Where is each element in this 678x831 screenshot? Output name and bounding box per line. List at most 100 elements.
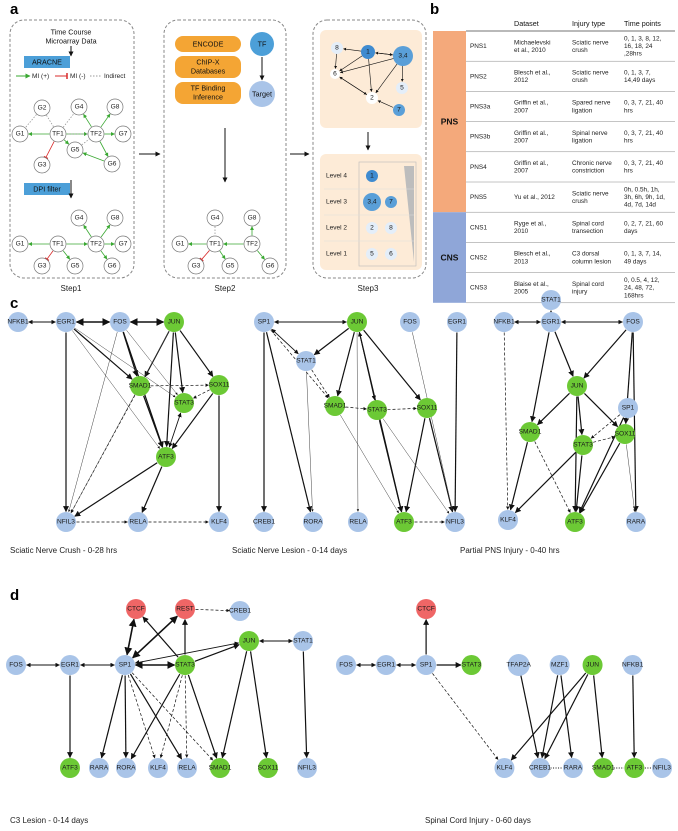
tf-binding-box xyxy=(175,82,241,104)
table-cell-injury: ligation xyxy=(572,138,593,145)
legend-indirect: Indirect xyxy=(104,73,126,80)
gene-node-smad1 xyxy=(130,376,150,396)
gene-node-label: STAT3 xyxy=(367,407,387,414)
gene-node-label: FOS xyxy=(9,662,23,669)
node-tf1 xyxy=(49,235,67,253)
step1-box xyxy=(9,19,135,279)
gene-node-label: STAT1 xyxy=(541,297,561,304)
table-cell-injury: column lesion xyxy=(572,258,612,265)
gene-node-label: TFAP2A xyxy=(506,662,531,669)
gene-node-klf4 xyxy=(148,758,168,778)
gene-node-label: SOX11 xyxy=(258,765,279,772)
tf-binding-label-2: Inference xyxy=(193,93,223,102)
network-caption-c2: Sciatic Nerve Lesion - 0-14 days xyxy=(232,546,347,555)
level-node-label: 1 xyxy=(370,173,374,180)
gene-node-jun xyxy=(567,376,587,396)
node-g3 xyxy=(187,257,205,275)
group-pns-band xyxy=(433,31,466,213)
gene-node-tfap2a xyxy=(507,654,530,676)
gene-node-stat1 xyxy=(296,351,316,371)
table-header-dataset: Dataset xyxy=(514,19,539,28)
target-node xyxy=(249,81,275,107)
table-cell-injury: crush xyxy=(572,198,588,205)
gene-node-fos xyxy=(6,655,26,675)
table-cell-injury: Spinal nerve xyxy=(572,130,608,137)
cluster-node-1 xyxy=(361,45,375,59)
table-row-id: PNS3b xyxy=(470,134,491,141)
gene-node-atf3 xyxy=(60,758,80,778)
node-g7 xyxy=(114,125,132,143)
step3-box xyxy=(312,19,427,279)
level-node-label: 2 xyxy=(370,225,374,232)
node-g3 xyxy=(33,257,51,275)
table-cell-time: 0, 1, 3, 7, 14, xyxy=(624,251,662,258)
gene-node-atf3 xyxy=(394,512,414,532)
gene-node-klf4 xyxy=(209,512,229,532)
gene-node-label: JUN xyxy=(243,638,256,645)
node-label-g3: G3 xyxy=(38,263,47,270)
gene-node-jun xyxy=(164,312,184,332)
level-node-label: 7 xyxy=(389,199,393,206)
node-label-tf1: TF1 xyxy=(209,241,221,248)
network-edges xyxy=(503,310,639,514)
gene-node-label: JUN xyxy=(351,319,364,326)
gene-node-stat3 xyxy=(573,435,593,455)
node-g6 xyxy=(103,155,121,173)
gene-node-jun xyxy=(239,631,259,651)
table-cell-injury: ligation xyxy=(572,107,593,114)
table-cell-injury: Sciatic nerve xyxy=(572,39,609,46)
gene-node-label: NFKB1 xyxy=(493,319,515,326)
table-cell-dataset: Griffin et al., xyxy=(514,100,549,107)
node-tf2 xyxy=(87,235,105,253)
node-label-g8: G8 xyxy=(111,104,120,111)
cluster-node-3,4 xyxy=(393,46,413,66)
cluster-node-6 xyxy=(330,69,340,79)
dpi-filter-label: DPI filter xyxy=(33,185,61,194)
node-label-g7: G7 xyxy=(119,241,128,248)
cluster-node-5 xyxy=(396,82,408,94)
node-label-g1: G1 xyxy=(16,241,25,248)
gene-node-label: RARA xyxy=(564,765,583,772)
gene-node-label: STAT3 xyxy=(573,442,593,449)
table-cell-dataset: Blesch et al., xyxy=(514,251,551,258)
gene-node-label: REST xyxy=(176,606,194,613)
gene-node-nfkb1 xyxy=(8,312,28,332)
network-edges xyxy=(261,319,459,524)
network-edges xyxy=(356,618,652,769)
aracne-box xyxy=(24,56,70,68)
node-g4 xyxy=(70,209,88,227)
level-node-6 xyxy=(385,248,397,260)
node-tf1 xyxy=(206,235,224,253)
node-g2 xyxy=(33,99,51,117)
node-label-g4: G4 xyxy=(75,215,84,222)
node-label-g1: G1 xyxy=(16,131,25,138)
gene-node-smad1 xyxy=(593,758,614,778)
gene-node-ctcf xyxy=(416,599,437,619)
panel-letter-c: c xyxy=(10,295,18,312)
table-cell-time: 0, 0.5, 4, 12, xyxy=(624,277,660,284)
table-cell-time: 49 days xyxy=(624,258,646,265)
gene-node-rela xyxy=(177,758,197,778)
gene-node-label: SMAD1 xyxy=(592,765,615,772)
gene-node-label: NFKB1 xyxy=(7,319,29,326)
gene-node-label: SMAD1 xyxy=(209,765,232,772)
node-g5 xyxy=(221,257,239,275)
node-label-g7: G7 xyxy=(119,131,128,138)
gene-node-egr1 xyxy=(447,312,467,332)
gene-node-label: STAT3 xyxy=(175,662,195,669)
table-cell-time: 4d, 7d, 14d xyxy=(624,202,656,209)
cluster-node-8 xyxy=(331,42,343,54)
gene-node-label: RARA xyxy=(90,765,109,772)
table-cell-injury: injury xyxy=(572,289,588,296)
gene-node-label: CTCF xyxy=(417,606,435,613)
gene-node-label: ATF3 xyxy=(567,519,583,526)
gene-node-label: RORA xyxy=(303,519,323,526)
cluster-node-label: 5 xyxy=(400,85,404,92)
gene-node-rara xyxy=(562,758,583,778)
level-label: Level 4 xyxy=(326,173,347,180)
table-row-id: PNS3a xyxy=(470,104,491,111)
gene-node-sox11 xyxy=(417,398,437,418)
level-node-label: 6 xyxy=(389,251,393,258)
table-cell-injury: constriction xyxy=(572,168,605,175)
